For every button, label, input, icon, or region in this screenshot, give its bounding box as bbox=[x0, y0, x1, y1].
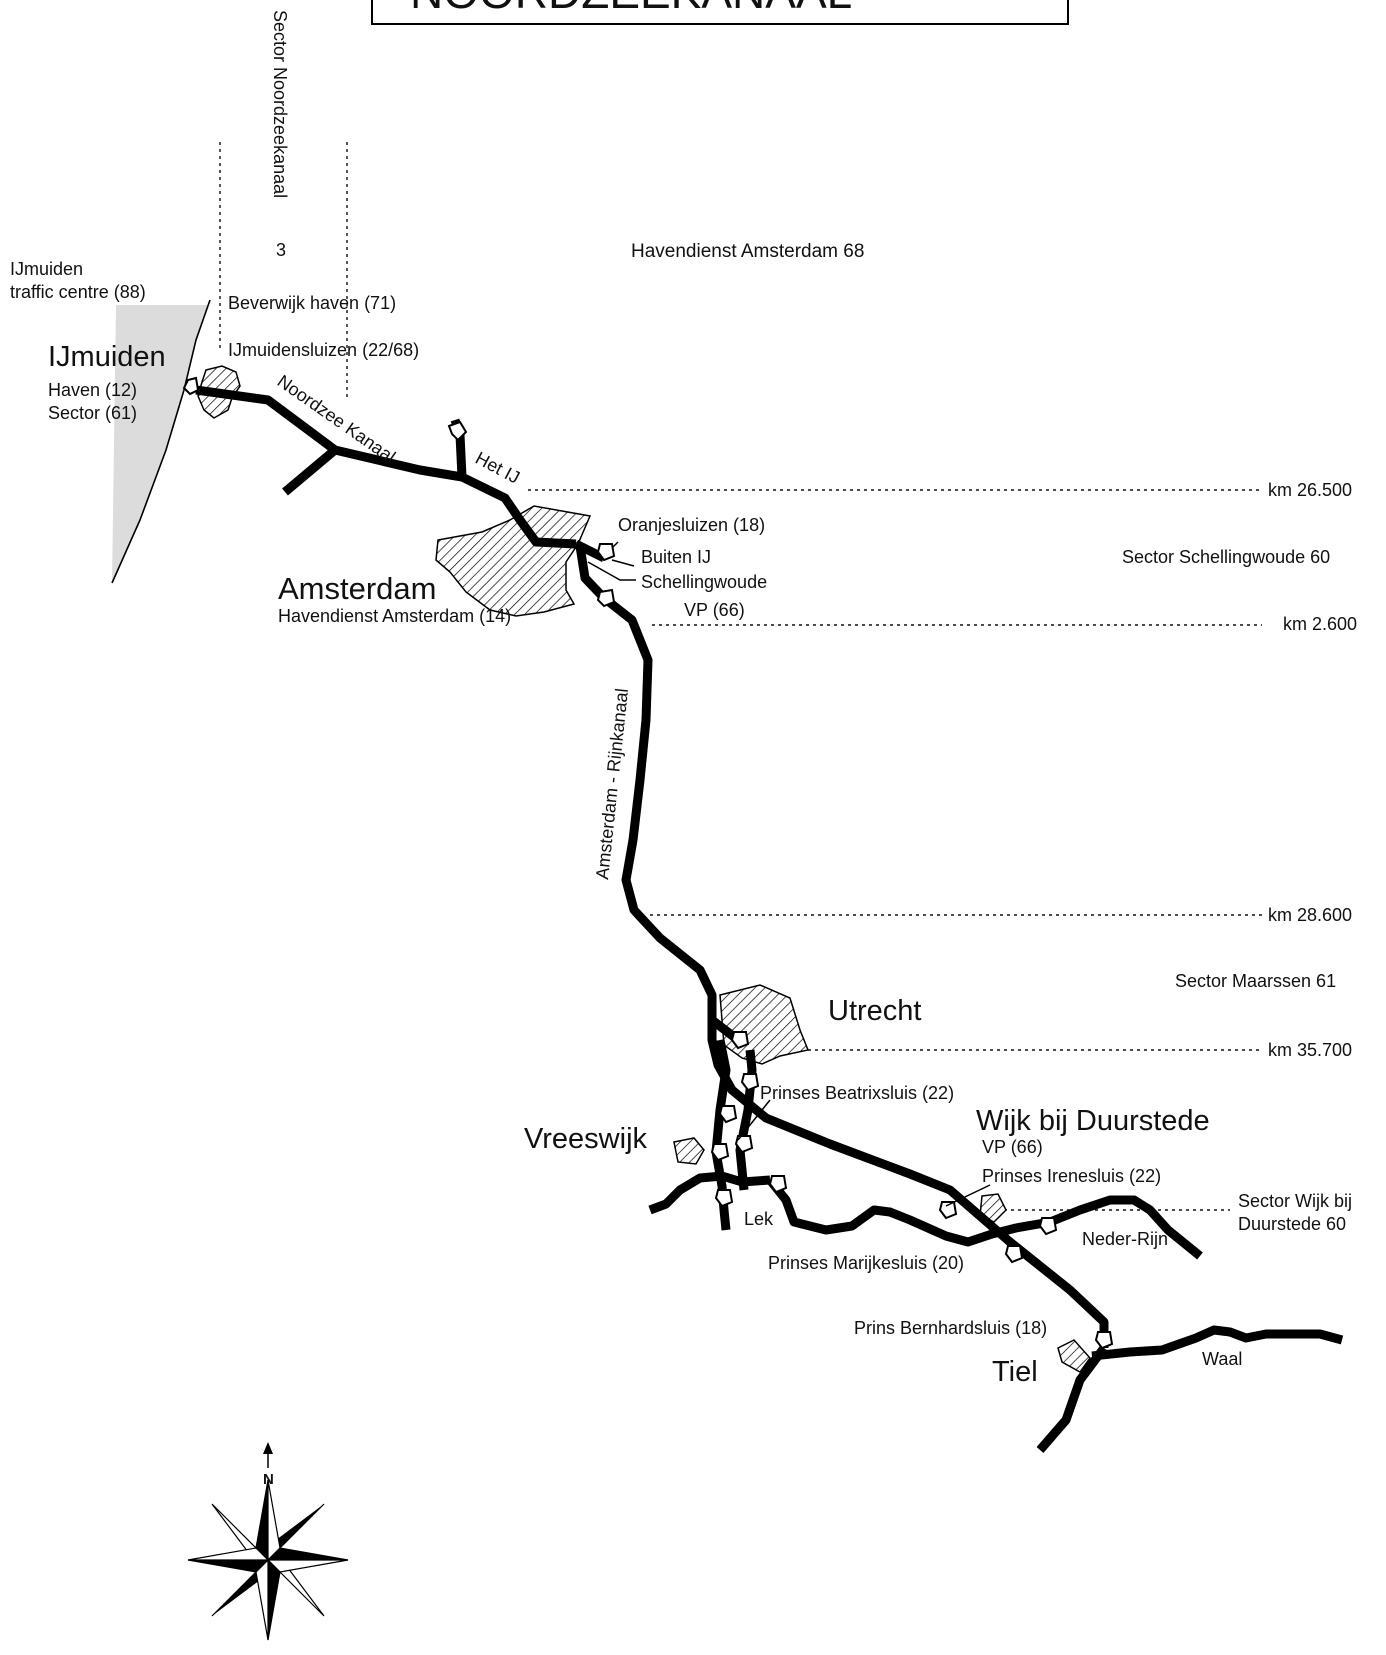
lock-bernhard bbox=[1094, 1331, 1114, 1350]
vreeswijk-channel-2 bbox=[735, 1049, 757, 1191]
coastline bbox=[111, 299, 211, 584]
ijmuiden-traffic-centre-line2: traffic centre (88) bbox=[10, 282, 146, 302]
lock-neder-rijn bbox=[1038, 1217, 1058, 1236]
schellingwoude-label: Schellingwoude bbox=[641, 572, 767, 592]
vreeswijk-city-shape bbox=[673, 1137, 705, 1165]
km-marker: km 26.500 bbox=[1268, 480, 1352, 500]
locks bbox=[182, 376, 1114, 1350]
lock-vreeswijk-s bbox=[714, 1189, 734, 1208]
km-marker: km 28.600 bbox=[1268, 905, 1352, 925]
lock-schellingwoude bbox=[596, 588, 616, 608]
lock-oranje bbox=[596, 543, 616, 562]
ijmuiden-label: IJmuiden bbox=[48, 341, 166, 373]
title-box: NOORDZEEKANAAL bbox=[371, 0, 1069, 25]
leader-beatrix bbox=[737, 1099, 771, 1141]
waal bbox=[1091, 1325, 1344, 1361]
leader-oranjesluizen bbox=[611, 541, 619, 549]
prins-bernhardsluis-label: Prins Bernhardsluis (18) bbox=[854, 1318, 1047, 1338]
km-marker: km 2.600 bbox=[1283, 614, 1357, 634]
map-title: NOORDZEEKANAAL bbox=[410, 0, 852, 18]
buiten-ij-label: Buiten IJ bbox=[641, 547, 711, 567]
sea-area bbox=[112, 305, 208, 583]
vp66-wijk-label: VP (66) bbox=[982, 1137, 1043, 1157]
lock-irene bbox=[938, 1201, 958, 1220]
ijmuiden-sector-label: Sector (61) bbox=[48, 403, 137, 423]
tiel-city-shape bbox=[1057, 1339, 1091, 1373]
lock-marijke bbox=[1004, 1245, 1024, 1264]
lock-zijkanaal bbox=[447, 420, 468, 442]
prinses-beatrixsluis-label: Prinses Beatrixsluis (22) bbox=[760, 1083, 954, 1103]
lek-east bbox=[766, 1177, 1203, 1260]
north-label: N bbox=[263, 1471, 274, 1488]
ijmuiden-traffic-centre-line1: IJmuiden bbox=[10, 259, 83, 279]
utrecht-city-shape bbox=[719, 984, 810, 1065]
sector-wijk-line2: Duurstede 60 bbox=[1238, 1214, 1346, 1234]
vp66-amsterdam-label: VP (66) bbox=[684, 600, 745, 620]
sector-noordzeekanaal-channel: 3 bbox=[276, 240, 286, 260]
leader-irene bbox=[945, 1184, 991, 1207]
neder-rijn-label: Neder-Rijn bbox=[1082, 1229, 1168, 1249]
lock-beatrix-3 bbox=[710, 1143, 730, 1162]
sector-maarssen: Sector Maarssen 61 bbox=[1175, 971, 1336, 991]
sector-wijk-line1: Sector Wijk bij bbox=[1238, 1191, 1352, 1211]
wijk-bij-duurstede-label: Wijk bij Duurstede bbox=[976, 1105, 1210, 1137]
prinses-marijkesluis-label: Prinses Marijkesluis (20) bbox=[768, 1253, 964, 1273]
ijmuiden-haven-label: Haven (12) bbox=[48, 380, 137, 400]
lock-utrecht bbox=[730, 1031, 750, 1050]
sector-havendienst-68: Havendienst Amsterdam 68 bbox=[631, 241, 864, 262]
lock-beatrix-2 bbox=[740, 1073, 760, 1092]
lock-beatrix-1 bbox=[718, 1105, 738, 1124]
havendienst-amsterdam-14-label: Havendienst Amsterdam (14) bbox=[278, 606, 511, 626]
ijmuiden-branch bbox=[282, 446, 338, 496]
leader-buiten-ij bbox=[611, 559, 635, 567]
leader-schellingwoude bbox=[587, 561, 636, 581]
beverwijk-haven-label: Beverwijk haven (71) bbox=[228, 293, 396, 313]
sector-noordzeekanaal-label: Sector Noordzeekanaal bbox=[270, 10, 290, 198]
prinses-irenesluis-label: Prinses Irenesluis (22) bbox=[982, 1166, 1161, 1186]
amsterdam-label: Amsterdam bbox=[278, 571, 436, 606]
amsterdam-city-shape bbox=[435, 505, 592, 617]
compass-rose-icon: N bbox=[187, 1442, 349, 1641]
tiel-label: Tiel bbox=[992, 1356, 1038, 1388]
ijmuidensluizen-label: IJmuidensluizen (22/68) bbox=[228, 340, 419, 360]
vreeswijk-label: Vreeswijk bbox=[524, 1123, 648, 1155]
lek-label: Lek bbox=[744, 1209, 774, 1229]
lek-west bbox=[648, 1171, 771, 1215]
oranjesluizen-label: Oranjesluizen (18) bbox=[618, 515, 765, 535]
utrecht-label: Utrecht bbox=[828, 995, 921, 1027]
tiel-south bbox=[1036, 1345, 1108, 1453]
sector-schellingwoude: Sector Schellingwoude 60 bbox=[1122, 547, 1330, 567]
waal-label: Waal bbox=[1202, 1349, 1242, 1369]
km-marker: km 35.700 bbox=[1268, 1040, 1352, 1060]
lock-beatrix-4 bbox=[734, 1135, 754, 1154]
lock-ijmuiden bbox=[182, 376, 200, 396]
amsterdam-rijnkanaal-label: Amsterdam - Rijnkanaal bbox=[592, 687, 632, 880]
lock-lek bbox=[768, 1175, 788, 1194]
